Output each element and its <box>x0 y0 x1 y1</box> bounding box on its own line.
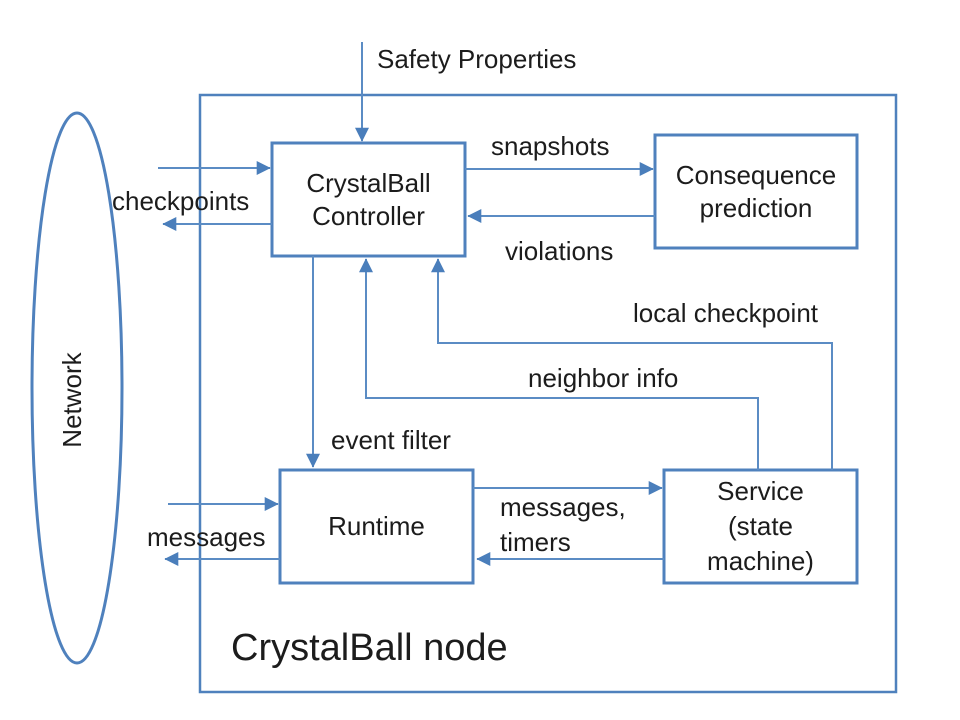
node-title: CrystalBall node <box>231 627 508 669</box>
network-ellipse <box>30 111 124 665</box>
service-label-line3: machine) <box>707 546 814 576</box>
event-filter-label: event filter <box>331 425 451 455</box>
checkpoints-label: checkpoints <box>112 186 250 216</box>
consequence-prediction-box <box>653 133 859 250</box>
safety-properties-label: Safety Properties <box>377 44 577 74</box>
service-box-label: Service (state machine) <box>664 470 857 583</box>
messages-timers-label: messages, timers <box>500 490 626 560</box>
messages-timers-line2: timers <box>500 527 571 557</box>
service-box <box>662 468 859 585</box>
service-label-line1: Service <box>717 476 804 506</box>
violations-label: violations <box>505 236 614 266</box>
crystalball-node-boundary <box>198 93 898 694</box>
controller-label-line2: Controller <box>312 200 425 231</box>
snapshots-label: snapshots <box>491 131 610 161</box>
network-label: Network <box>57 352 87 448</box>
arrow-local-checkpoint <box>431 258 833 470</box>
consequence-label-line2: prediction <box>699 192 813 223</box>
consequence-box-label: Consequence prediction <box>655 135 857 248</box>
local-checkpoint-label: local checkpoint <box>633 298 818 328</box>
runtime-label-line1: Runtime <box>328 511 425 541</box>
runtime-box <box>278 468 475 585</box>
messages-timers-line1: messages, <box>500 492 626 522</box>
controller-box-label: CrystalBall Controller <box>272 143 465 256</box>
arrow-neighbor-info <box>359 258 759 470</box>
messages-label: messages <box>147 522 266 552</box>
neighbor-info-label: neighbor info <box>528 363 679 393</box>
runtime-box-label: Runtime <box>280 470 473 583</box>
consequence-label-line1: Consequence <box>675 159 837 190</box>
controller-label-line1: CrystalBall <box>306 167 431 198</box>
controller-box <box>270 141 467 258</box>
service-label-line2: (state <box>727 511 794 541</box>
